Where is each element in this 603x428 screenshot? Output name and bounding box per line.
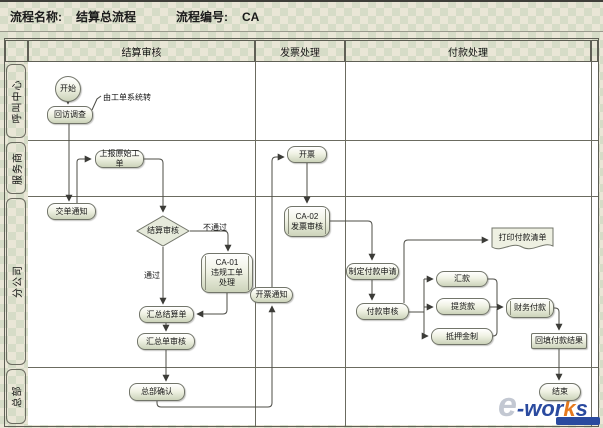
node-label: 打印付款清单 (498, 232, 547, 242)
node-label: 总部确认 (141, 387, 173, 396)
column-header-label: 结算审核 (121, 47, 162, 59)
column-header-payment-processing: 付款处理 (345, 40, 591, 62)
column-divider (345, 62, 346, 426)
node-label: 回访调查 (54, 110, 86, 119)
lane-label-text: 总部 (12, 385, 24, 408)
lane-label-text: 呼叫中心 (12, 79, 24, 123)
lane-label-branch-company: 分公司 (6, 198, 26, 365)
window-top-edge (0, 0, 603, 2)
process-code-label: 流程编号: (176, 10, 229, 24)
eworks-watermark-logo: e-works (498, 386, 588, 425)
node-hq-confirmation: 总部确认 (129, 383, 185, 401)
watermark-s: s (575, 396, 588, 421)
node-issue-invoice: 开票 (287, 146, 327, 163)
node-label-line: CA-02 (295, 211, 319, 221)
node-end: 结束 (539, 383, 581, 401)
lane-label-call-center: 呼叫中心 (6, 64, 26, 138)
node-label: 付款审核 (366, 306, 399, 316)
lane-label-text: 分公司 (12, 265, 24, 298)
lane-divider (28, 140, 598, 141)
node-summary-settlement-sheet: 汇总结算单 (139, 306, 194, 323)
column-header-invoice-processing: 发票处理 (255, 40, 345, 62)
process-code-value: CA (242, 10, 260, 24)
node-summary-sheet-review: 汇总单审核 (137, 333, 195, 350)
title-bar: 流程名称: 结算总流程 流程编号: CA (10, 8, 273, 25)
node-label: 开始 (60, 84, 76, 93)
node-label: 结束 (552, 387, 568, 396)
annotation-work-order-system: 由工单系统转 (103, 93, 151, 102)
column-divider (591, 62, 592, 426)
node-label-line: 发票审核 (291, 221, 323, 231)
lane-divider (28, 196, 598, 197)
node-label: 开票 (299, 149, 315, 159)
branch-label-pass: 通过 (144, 271, 160, 280)
node-label: 交单通知 (55, 206, 88, 216)
column-divider (255, 62, 256, 426)
node-label: 汇款 (454, 274, 470, 283)
node-label: 汇总结算单 (146, 309, 187, 319)
watermark-e: e (498, 386, 517, 424)
header-corner-cell (5, 40, 28, 62)
document-shape (491, 227, 554, 250)
node-label: 上报原始工单 (99, 149, 140, 168)
node-print-payment-list: 打印付款清单 (491, 227, 554, 254)
node-invoice-notice: 开票通知 (250, 287, 293, 303)
branch-label-no-pass: 不通过 (203, 223, 227, 232)
node-label: 财务付款 (514, 303, 546, 312)
node-finance-payment: 财务付款 (506, 298, 554, 318)
lane-label-text: 服务商 (12, 151, 24, 185)
node-delivery-notice: 交单通知 (47, 203, 96, 220)
node-label: 提货款 (451, 301, 475, 311)
title-separator (0, 31, 603, 32)
node-label-line: CA-01 (215, 258, 239, 267)
node-submit-original-order: 上报原始工单 (95, 149, 144, 168)
watermark-badge (556, 417, 600, 425)
node-label: 回填付款结果 (535, 336, 583, 345)
node-label: 抵押金制 (446, 331, 478, 341)
node-payment-review: 付款审核 (356, 303, 409, 320)
node-fill-payment-result: 回填付款结果 (531, 333, 587, 349)
node-start: 开始 (55, 76, 81, 102)
node-goods-payment: 提货款 (436, 298, 490, 315)
watermark-k: k (563, 396, 576, 421)
node-remittance: 汇款 (436, 271, 488, 287)
process-name-value: 结算总流程 (76, 10, 137, 24)
node-label: 汇总单审核 (146, 336, 186, 346)
column-header-settlement-review: 结算审核 (28, 40, 255, 62)
node-settlement-review-decision: 结算审核 (136, 215, 190, 247)
diamond-shape (136, 215, 190, 247)
lane-divider (28, 367, 598, 368)
node-label: 结算审核 (147, 226, 179, 235)
lane-label-headquarters: 总部 (6, 369, 26, 424)
node-create-payment-request: 制定付款申请 (346, 263, 399, 280)
column-header-label: 付款处理 (448, 47, 488, 59)
node-label-line: 违规工单 (211, 268, 243, 277)
lane-label-service-provider: 服务商 (6, 142, 26, 194)
header-spare-cell (591, 40, 598, 62)
diagram-frame (4, 38, 599, 427)
node-deposit-system: 抵押金制 (431, 328, 493, 345)
node-label-line: 处理 (219, 278, 235, 287)
process-name-label: 流程名称: (10, 10, 62, 24)
node-callback-survey: 回访调查 (47, 106, 93, 124)
node-label: 开票通知 (255, 290, 288, 299)
node-label: 制定付款申请 (348, 266, 397, 276)
column-header-label: 发票处理 (280, 47, 320, 59)
